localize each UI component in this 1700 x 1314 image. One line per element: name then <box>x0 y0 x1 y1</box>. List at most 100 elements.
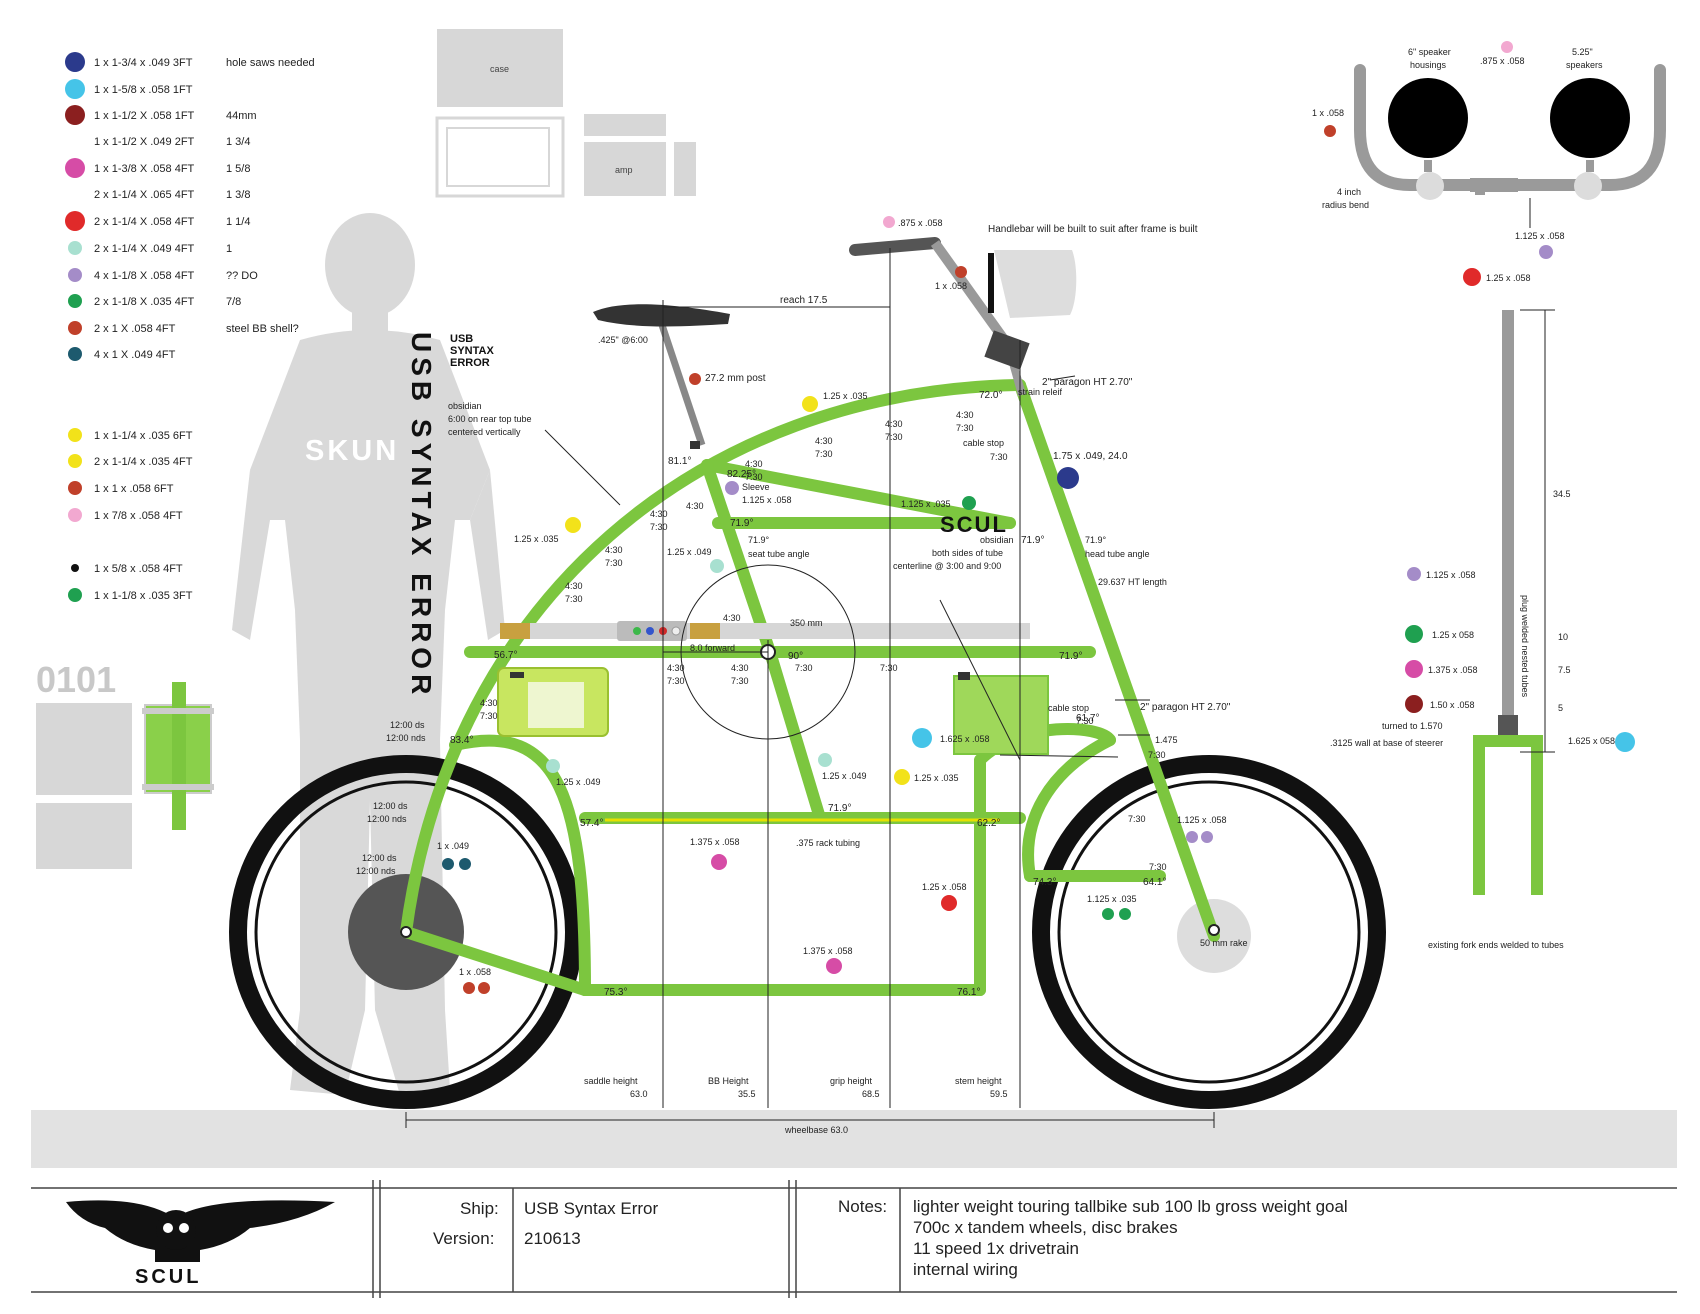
clock-mark: 7:30 <box>956 423 974 433</box>
legend-swatch <box>65 52 85 72</box>
tube-label: 1.125 x .035 <box>901 499 951 509</box>
legend-note: 1 5/8 <box>226 163 250 175</box>
saddle-height-1: saddle height <box>584 1076 638 1086</box>
legend-swatch <box>68 268 82 282</box>
legend-note: 1 3/8 <box>226 189 250 201</box>
callout-dot <box>478 982 490 994</box>
fork-len-total: 34.5 <box>1553 489 1571 499</box>
clock-12-nds-3: 12:00 nds <box>356 866 396 876</box>
rack-end-left <box>500 623 530 639</box>
tube-label: 1.25 x .035 <box>514 534 559 544</box>
notes-label: Notes: <box>838 1197 887 1216</box>
upper-rack-rail <box>500 623 1030 639</box>
component-block-2 <box>36 803 132 869</box>
callout-dot <box>1324 125 1336 137</box>
tube-label: 1.25 x .049 <box>822 771 867 781</box>
callout-dot <box>1057 467 1079 489</box>
clock-mark: 7:30 <box>650 522 668 532</box>
notes-line: internal wiring <box>913 1260 1018 1279</box>
callout-dot <box>459 858 471 870</box>
clock-mark: 7:30 <box>480 711 498 721</box>
legend-swatch <box>68 241 82 255</box>
legend-swatch <box>65 105 85 125</box>
radius-350: 350 mm <box>790 618 823 628</box>
legend-swatch <box>68 508 82 522</box>
vertical-title: USB SYNTAX ERROR <box>406 332 437 699</box>
seatpost <box>593 304 730 449</box>
stem-height-1: stem height <box>955 1076 1002 1086</box>
legend-spec: 2 x 1 X .058 4FT <box>94 323 176 335</box>
angle-label: 82.25° <box>727 469 756 480</box>
legend-swatch <box>65 79 85 99</box>
clock-mark: 4:30 <box>745 459 763 469</box>
angle-label: 74.3° <box>1033 877 1056 888</box>
legend-spec: 2 x 1-1/8 X .035 4FT <box>94 296 195 308</box>
case-box <box>437 29 563 107</box>
angle-label: 72.0° <box>979 390 1002 401</box>
hb-stem-spec: 1.125 x .058 <box>1515 231 1565 241</box>
callout-dot <box>1102 908 1114 920</box>
tube-label: 1.125 x .035 <box>1087 894 1137 904</box>
annotations: reach 17.5 Handlebar will be built to su… <box>356 224 1248 1135</box>
speakers-2: speakers <box>1566 60 1603 70</box>
rack-tubing: .375 rack tubing <box>796 838 860 848</box>
clock-mark: 7:30 <box>605 558 623 568</box>
legend-note: 1 1/4 <box>226 216 250 228</box>
hb-top-spec: .875 x .058 <box>1480 56 1525 66</box>
pelican-case <box>497 667 609 737</box>
tube-label: 1 x .058 <box>935 281 967 291</box>
amp-top <box>584 114 666 136</box>
led-green <box>633 627 641 635</box>
clock-mark: 4:30 <box>723 613 741 623</box>
clock-mark: 7:30 <box>565 594 583 604</box>
callout-dot <box>1539 245 1553 259</box>
obsidian-mid-2: both sides of tube <box>932 548 1003 558</box>
seat-tube-angle-2: seat tube angle <box>748 549 810 559</box>
bend-1: 4 inch <box>1337 187 1361 197</box>
legend-spec: 1 x 1-1/4 x .035 6FT <box>94 430 193 442</box>
fork-turned-2: .3125 wall at base of steerer <box>1330 738 1443 748</box>
callout-dot <box>1501 41 1513 53</box>
callout-dot <box>1405 695 1423 713</box>
fork-ends-note: existing fork ends welded to tubes <box>1428 940 1564 950</box>
tube-label: 1.25 x .058 <box>922 882 967 892</box>
angle-label: 57.4° <box>580 818 603 829</box>
shirt-text: SKUN <box>305 435 399 467</box>
clock-mark: 4:30 <box>667 663 685 673</box>
scul-logo-text: SCUL <box>135 1266 201 1288</box>
clock-12-nds-1: 12:00 nds <box>386 733 426 743</box>
head-tube-angle-2: head tube angle <box>1085 549 1150 559</box>
callout-dot <box>1405 625 1423 643</box>
cable-stop-top-2: 7:30 <box>990 452 1008 462</box>
tube-label: .875 x .058 <box>898 218 943 228</box>
binary-text: 0101 <box>36 659 116 700</box>
legend-swatch <box>68 428 82 442</box>
stem-height-2: 59.5 <box>990 1089 1008 1099</box>
clock-mark: 7:30 <box>795 663 813 673</box>
callout-dot <box>1405 660 1423 678</box>
legend-swatch <box>68 347 82 361</box>
battery-clamp-icon <box>142 682 214 830</box>
callout-dot <box>725 481 739 495</box>
clock-12-ds-2: 12:00 ds <box>373 801 408 811</box>
legend-note: 7/8 <box>226 296 241 308</box>
notes-line: 700c x tandem wheels, disc brakes <box>913 1218 1178 1237</box>
callout-dot <box>883 216 895 228</box>
frame-logo: SCUL <box>940 512 1008 537</box>
hb-left-spec: 1 x .058 <box>1312 108 1344 118</box>
saddle-height-2: 63.0 <box>630 1089 648 1099</box>
callout-dot <box>565 517 581 533</box>
scul-skull-logo: SCUL <box>66 1200 335 1288</box>
strain-relief: strain releif <box>1018 387 1063 397</box>
fork-spec-len: 10 <box>1558 632 1568 642</box>
legend-swatch <box>68 481 82 495</box>
legend-spec: 2 x 1-1/4 x .035 4FT <box>94 456 193 468</box>
clock-mark: 4:30 <box>605 545 623 555</box>
clock-mark: 4:30 <box>650 509 668 519</box>
led-blue <box>646 627 654 635</box>
obsidian-rear-2: 6:00 on rear top tube <box>448 414 532 424</box>
angle-labels: 81.1° 82.25° 72.0° 71.9° 56.7° 83.4° 90°… <box>450 390 1166 998</box>
amp-label: amp <box>615 165 633 175</box>
clock-mark: 4:30 <box>565 581 583 591</box>
